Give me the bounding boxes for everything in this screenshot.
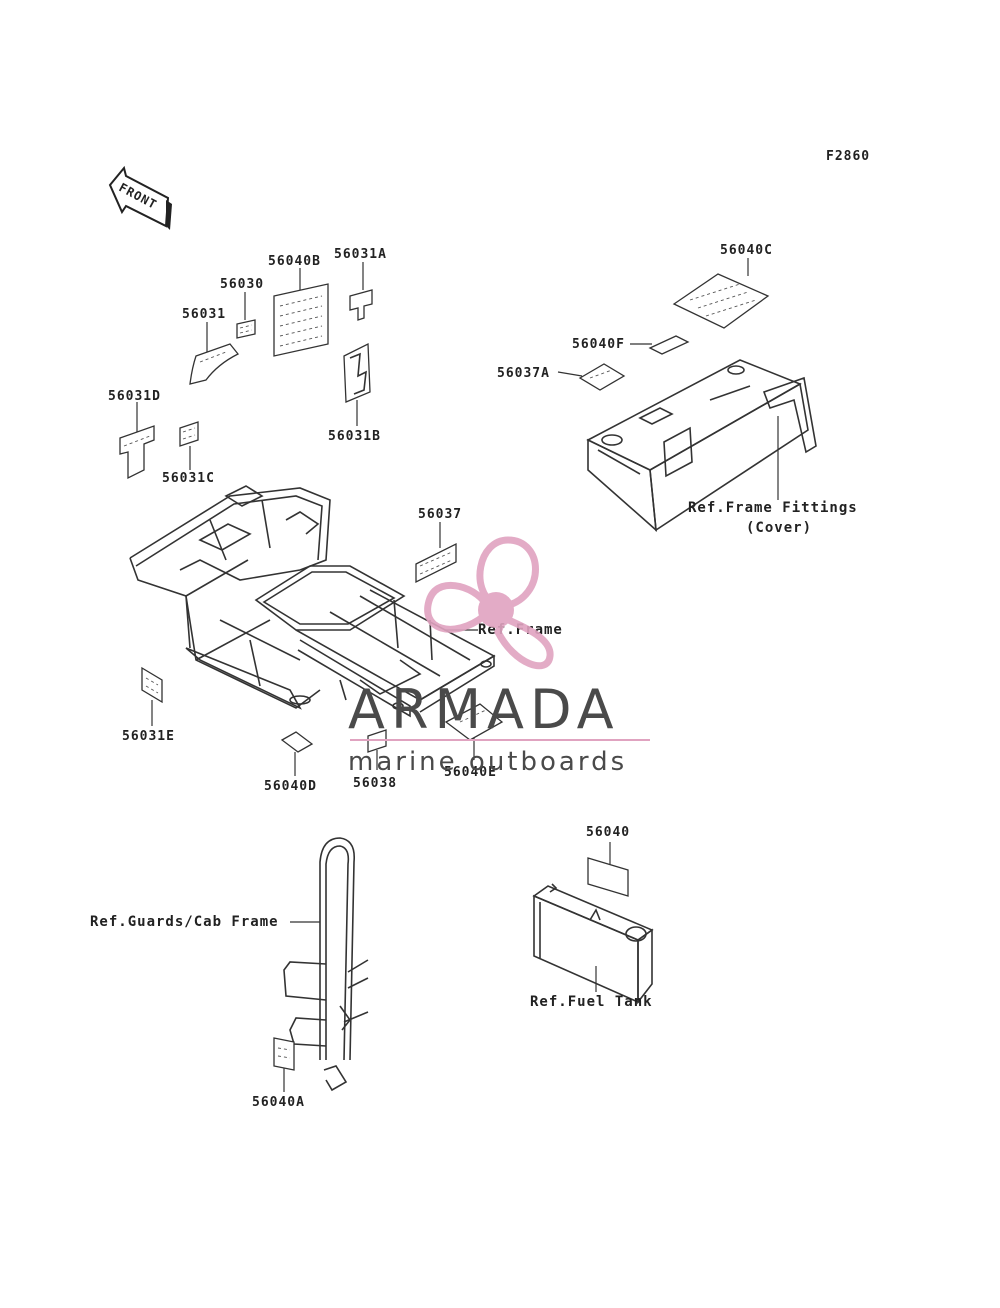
label-56040e: 56040E — [444, 765, 497, 780]
decal-56040f — [630, 335, 690, 355]
decal-56031e — [141, 666, 163, 726]
decal-56031b — [343, 342, 371, 426]
label-56040c: 56040C — [720, 243, 773, 258]
label-56040d: 56040D — [264, 779, 317, 794]
label-56040b: 56040B — [268, 254, 321, 269]
cover-part — [586, 359, 817, 532]
front-arrow-icon: FRONT — [108, 165, 172, 230]
label-56031c: 56031C — [162, 471, 215, 486]
label-56037: 56037 — [418, 507, 462, 522]
label-56031e: 56031E — [122, 729, 175, 744]
decal-56040e — [444, 703, 504, 760]
label-56037a: 56037A — [497, 366, 550, 381]
ref-fuel-tank: Ref.Fuel Tank — [530, 994, 653, 1010]
decal-56031a — [349, 262, 373, 321]
label-56031b: 56031B — [328, 429, 381, 444]
decal-56037 — [415, 522, 457, 584]
label-56040f: 56040F — [572, 337, 625, 352]
decal-56037a — [557, 363, 626, 391]
decal-56030 — [236, 292, 256, 339]
decal-56031 — [189, 322, 240, 385]
decal-56031c — [179, 421, 199, 470]
armada-logo — [424, 536, 554, 670]
decal-56040b — [273, 268, 329, 357]
ref-guards-cab-frame: Ref.Guards/Cab Frame — [90, 914, 279, 930]
decal-56031d — [119, 402, 155, 480]
decal-56040 — [587, 842, 629, 897]
frame-part — [129, 485, 496, 718]
ref-frame-fittings-cover: (Cover) — [746, 520, 812, 536]
label-56031a: 56031A — [334, 247, 387, 262]
fuel-tank-part — [532, 883, 654, 1005]
label-56030: 56030 — [220, 277, 264, 292]
label-56040a: 56040A — [252, 1095, 305, 1110]
guard-part — [283, 837, 369, 1092]
diagram-code: F2860 — [826, 149, 870, 164]
decal-56040d — [280, 731, 314, 776]
watermark-subtitle: marine outboards — [348, 747, 627, 777]
decal-56040a — [273, 1037, 295, 1092]
ref-frame-fittings: Ref.Frame Fittings — [688, 500, 858, 516]
label-56031d: 56031D — [108, 389, 161, 404]
decal-56040c — [672, 258, 770, 329]
watermark-title: ARMADA — [348, 678, 620, 741]
label-56031: 56031 — [182, 307, 226, 322]
label-56040: 56040 — [586, 825, 630, 840]
label-56038: 56038 — [353, 776, 397, 791]
